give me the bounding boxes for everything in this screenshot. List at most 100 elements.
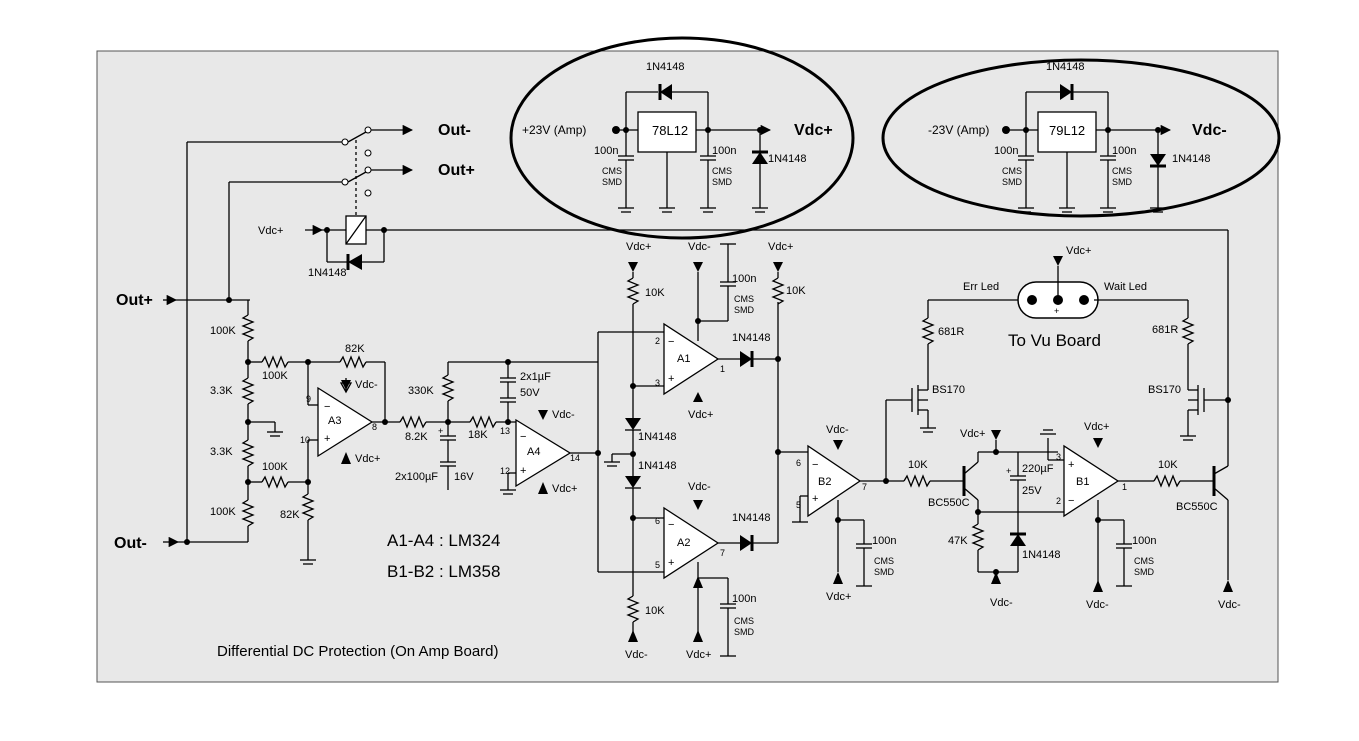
- neg-reg-cap-out-label: 100n: [1112, 145, 1136, 157]
- a2-pin5: 5: [655, 560, 660, 570]
- r10k-bus-label: 10K: [786, 285, 806, 297]
- opamp-a3: A3 − + 9 10 8 Vdc- Vdc+: [300, 378, 400, 465]
- r18k-label: 18K: [468, 429, 488, 441]
- r10k-ref-bottom-label: 10K: [645, 605, 665, 617]
- a4-pin14: 14: [570, 453, 580, 463]
- resistor-100k-bottom: [241, 499, 255, 527]
- a2-pin7: 7: [720, 548, 725, 558]
- note-b-opamps: B1-B2 : LM358: [387, 562, 500, 581]
- neg-reg-cap-in-label: 100n: [994, 145, 1018, 157]
- negative-regulator: -23V (Amp) 79L12 Vdc- 1N4148 100n CMS SM…: [881, 58, 1281, 218]
- b1-minus-sign: −: [1068, 495, 1074, 507]
- diagram-title: Differential DC Protection (On Amp Board…: [217, 643, 499, 660]
- b2-vdc-minus: Vdc-: [826, 424, 849, 436]
- c50v-label: 50V: [520, 387, 540, 399]
- a4-pin12: 12: [500, 466, 510, 476]
- resistor-3k3-top: [241, 377, 255, 405]
- neg-reg-cap-out-smd: SMD: [1112, 177, 1133, 187]
- neg-reg-chip-label: 79L12: [1049, 123, 1085, 138]
- positive-regulator: +23V (Amp) 78L12 Vdc+ 1N4148 100n CMS SM…: [509, 36, 855, 240]
- pos-reg-output-label: Vdc+: [794, 122, 833, 139]
- c25v-label: 25V: [1022, 485, 1042, 497]
- b1-cap-label: 100n: [1132, 535, 1156, 547]
- a1-pin1: 1: [720, 364, 725, 374]
- pos-reg-cap-in-cms: CMS: [602, 166, 622, 176]
- b1-cap-smd: SMD: [1134, 567, 1155, 577]
- resistor-82k-feedback: [339, 355, 367, 369]
- a1-label: A1: [677, 353, 690, 365]
- b2-cap-cms: CMS: [874, 556, 894, 566]
- a1-pin2: 2: [655, 336, 660, 346]
- relay-diode-label: 1N4148: [308, 267, 347, 279]
- r8k2-label: 8.2K: [405, 431, 428, 443]
- relay-out-plus-label: Out+: [438, 162, 475, 179]
- ref-diode-bottom-label: 1N4148: [638, 460, 677, 472]
- b2-cap-label: 100n: [872, 535, 896, 547]
- window-comparator: Vdc+ 10K 1N4148 1N4148 10K Vdc- A1 − + 2…: [597, 241, 808, 661]
- wait-led-driver: 681R BS170: [1148, 230, 1231, 466]
- c2x100-plus: +: [438, 426, 443, 436]
- r681-right-label: 681R: [1152, 324, 1178, 336]
- timer-diode-label: 1N4148: [1022, 549, 1061, 561]
- a1-minus-sign: −: [668, 336, 674, 348]
- b1-pin3: 3: [1056, 452, 1061, 462]
- resistor-100k-a3-minus: [261, 355, 289, 369]
- c2x1u-label: 2x1µF: [520, 371, 551, 383]
- a3-plus-sign: +: [324, 433, 330, 445]
- b1-label: B1: [1076, 476, 1089, 488]
- bs170-right-label: BS170: [1148, 384, 1181, 396]
- r10k-b1-out-label: 10K: [1158, 459, 1178, 471]
- pos-reg-chip-label: 78L12: [652, 123, 688, 138]
- r100k-bottom-label: 100K: [210, 506, 236, 518]
- input-section: Out+ Out- 100K 3.3K 3.3K 100K: [114, 141, 386, 565]
- ref-diode-top-label: 1N4148: [638, 431, 677, 443]
- resistor-82k-ground: [301, 493, 315, 521]
- relay-vdc-plus-label: Vdc+: [258, 225, 283, 237]
- opamp-b2: B2 − + 6 5 7 Vdc- 100n CMS SMD Vdc+: [792, 399, 912, 603]
- vu-board-connector: + Vdc+ To Vu Board Wait Led: [1008, 245, 1188, 350]
- neg-reg-shunt-diode-label: 1N4148: [1172, 153, 1211, 165]
- b2-pin5: 5: [796, 500, 801, 510]
- r100k-a3-minus-label: 100K: [262, 370, 288, 382]
- relay-out-minus-label: Out-: [438, 122, 471, 139]
- b1-vdc-plus: Vdc+: [1084, 421, 1109, 433]
- pos-reg-top-diode-label: 1N4148: [646, 61, 685, 73]
- bs170-left-label: BS170: [932, 384, 965, 396]
- r3k3-top-label: 3.3K: [210, 385, 233, 397]
- a2-label: A2: [677, 537, 690, 549]
- b1-pin2: 2: [1056, 496, 1061, 506]
- out-plus-input-label: Out+: [116, 292, 153, 309]
- r10k-ref-top-label: 10K: [645, 287, 665, 299]
- a2-cap-smd: SMD: [734, 627, 755, 637]
- vu-board-label: To Vu Board: [1008, 331, 1101, 350]
- note-a-opamps: A1-A4 : LM324: [387, 531, 500, 550]
- pos-reg-cap-in-smd: SMD: [602, 177, 623, 187]
- pos-reg-cap-out-cms: CMS: [712, 166, 732, 176]
- b2-cap-smd: SMD: [874, 567, 895, 577]
- a2-minus-sign: −: [668, 519, 674, 531]
- wait-vdc-minus: Vdc-: [1218, 599, 1241, 611]
- c16v-label: 16V: [454, 471, 474, 483]
- neg-reg-cap-in-cms: CMS: [1002, 166, 1022, 176]
- pos-reg-cap-out-smd: SMD: [712, 177, 733, 187]
- pos-reg-input-label: +23V (Amp): [522, 123, 586, 137]
- timer-vdc-plus: Vdc+: [960, 428, 985, 440]
- a1-cap-cms: CMS: [734, 294, 754, 304]
- b1-cap-cms: CMS: [1134, 556, 1154, 566]
- b1-plus-sign: +: [1068, 459, 1074, 471]
- a3-pin9: 9: [306, 394, 311, 404]
- err-led-driver: BS170 681R Err Led: [911, 281, 1022, 433]
- a2-vdc-plus: Vdc+: [686, 649, 711, 661]
- b1-vdc-minus: Vdc-: [1086, 599, 1109, 611]
- b2-label: B2: [818, 476, 831, 488]
- a1-plus-sign: +: [668, 373, 674, 385]
- pos-reg-cap-out-label: 100n: [712, 145, 736, 157]
- resistor-3k3-bottom: [241, 439, 255, 467]
- r330k-label: 330K: [408, 385, 434, 397]
- resistor-100k-top: [241, 314, 255, 342]
- ref-vdc-minus: Vdc-: [625, 649, 648, 661]
- r100k-a3-plus-label: 100K: [262, 461, 288, 473]
- b2-minus-sign: −: [812, 459, 818, 471]
- a1-cap-label: 100n: [732, 273, 756, 285]
- a2-cap-label: 100n: [732, 593, 756, 605]
